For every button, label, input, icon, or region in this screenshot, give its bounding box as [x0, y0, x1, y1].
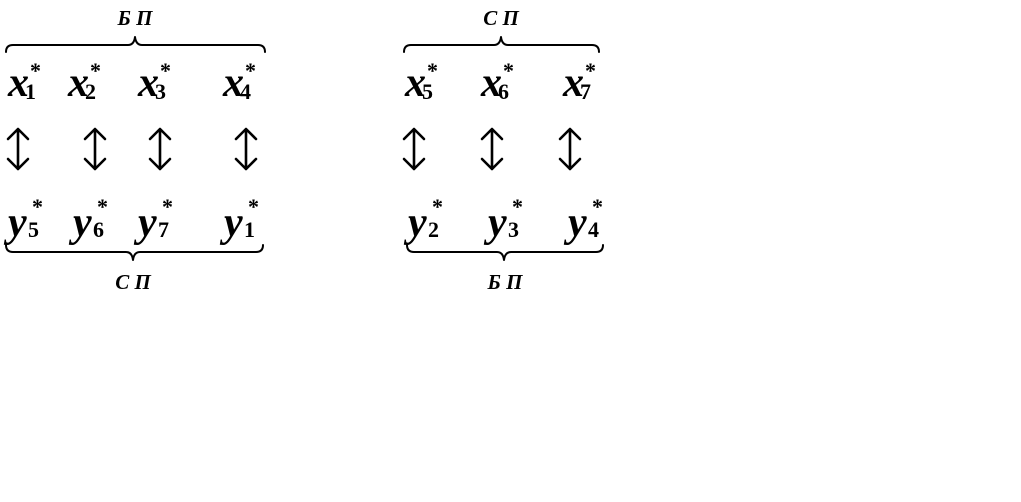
up-down-arrow-icon — [148, 127, 172, 171]
up-down-arrow-icon — [480, 127, 504, 171]
up-down-arrow-icon — [234, 127, 258, 171]
left-top-brace — [5, 36, 266, 53]
left-bottom-brace — [5, 244, 264, 261]
left-top-label: Б П — [117, 6, 153, 30]
right-top-label: С П — [483, 6, 519, 30]
up-down-arrow-icon — [6, 127, 30, 171]
right-bottom-label: Б П — [487, 270, 523, 294]
right-bottom-brace — [406, 244, 604, 261]
up-down-arrow-icon — [83, 127, 107, 171]
right-top-brace — [403, 36, 600, 53]
up-down-arrow-icon — [402, 127, 426, 171]
up-down-arrow-icon — [558, 127, 582, 171]
left-bottom-label: С П — [115, 270, 151, 294]
